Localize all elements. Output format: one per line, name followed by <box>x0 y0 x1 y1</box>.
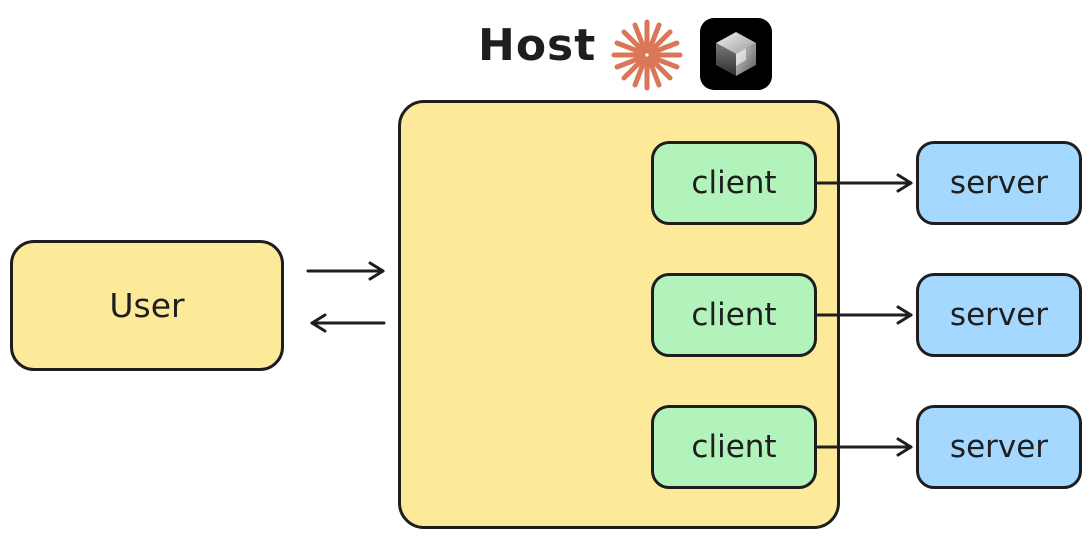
client-node-2: client <box>651 273 817 357</box>
client-label-3: client <box>691 429 777 465</box>
arrow-client-to-server-3 <box>816 437 913 457</box>
server-label-2: server <box>949 297 1049 333</box>
arrow-client-to-server-1 <box>816 173 913 193</box>
server-node-3: server <box>916 405 1082 489</box>
server-label-3: server <box>949 429 1049 465</box>
arrow-client-to-server-2 <box>816 305 913 325</box>
client-node-1: client <box>651 141 817 225</box>
client-node-3: client <box>651 405 817 489</box>
user-label: User <box>109 286 185 325</box>
app-cube-logo-icon <box>700 18 772 90</box>
server-node-1: server <box>916 141 1082 225</box>
server-node-2: server <box>916 273 1082 357</box>
arrow-user-to-host <box>306 261 385 281</box>
host-title: Host <box>478 20 597 71</box>
claude-starburst-icon <box>611 19 683 91</box>
client-label-2: client <box>691 297 777 333</box>
arrow-host-to-user <box>310 313 386 333</box>
server-label-1: server <box>949 165 1049 201</box>
user-node: User <box>10 240 284 371</box>
client-label-1: client <box>691 165 777 201</box>
